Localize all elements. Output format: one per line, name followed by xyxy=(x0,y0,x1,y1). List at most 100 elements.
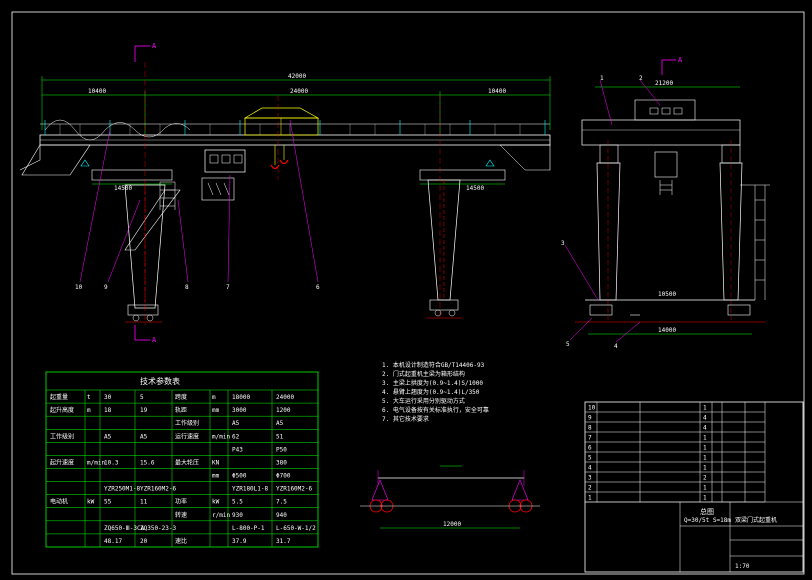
note-line: 6. 电气设备按有关标准执行，安全可靠 xyxy=(382,406,489,414)
param-aux: 15.6 xyxy=(140,459,155,466)
param-label2: 工作级别 xyxy=(175,419,199,427)
param-aux: 11 xyxy=(140,499,148,506)
param-main: A5 xyxy=(104,433,112,440)
note-line: 3. 主梁上拱度为(0.9~1.4)S/1000 xyxy=(382,379,483,387)
dim-trolley-gauge: 12000 xyxy=(443,521,461,528)
param-main: 18 xyxy=(104,407,112,414)
param-unit2: m/min xyxy=(212,433,230,440)
param-value-a: Φ500 xyxy=(232,473,247,480)
param-unit2: mm xyxy=(212,407,220,414)
side-callout-5: 5 xyxy=(566,341,570,348)
side-callout-3: 3 xyxy=(561,240,565,247)
dim-side-top: 21200 xyxy=(655,80,673,87)
bom-qty: 1 xyxy=(703,435,707,442)
param-value-b: 7.5 xyxy=(276,499,287,506)
bom-qty: 1 xyxy=(703,465,707,472)
param-aux: 5 xyxy=(140,394,144,401)
param-value-b: 1200 xyxy=(276,407,291,414)
drawing-name: 双梁门式起重机 xyxy=(735,516,777,524)
param-main: 10.3 xyxy=(104,459,119,466)
bom-number: 9 xyxy=(588,415,592,422)
callout-10: 10 xyxy=(75,284,83,291)
param-label2: 跨度 xyxy=(175,393,187,401)
side-callout-1: 1 xyxy=(600,75,604,82)
param-unit: t xyxy=(87,394,91,401)
dim-right-base: 14500 xyxy=(466,185,484,192)
bom-number: 3 xyxy=(588,475,592,482)
dim-main-span: 24000 xyxy=(290,88,308,95)
param-value-a: 930 xyxy=(232,512,243,519)
param-label2: 转速 xyxy=(175,511,187,519)
param-label2: 功率 xyxy=(175,498,187,506)
param-aux: YZR160M2-6 xyxy=(140,486,177,493)
side-callout-4: 4 xyxy=(614,343,618,350)
note-line: 4. 悬臂上翘度为(0.9~1.4)L/350 xyxy=(382,388,480,396)
param-value-a: YZR180L1-8 xyxy=(232,486,269,493)
trolley-detail: 12000 xyxy=(360,465,540,529)
front-elevation: A A 42000 10400 24000 10400 xyxy=(19,42,551,344)
param-main: 48.17 xyxy=(104,538,122,545)
dim-side-width: 14000 xyxy=(658,327,676,334)
note-line: 2. 门式起重机主梁为箱形结构 xyxy=(382,370,465,378)
param-unit: kW xyxy=(87,499,95,506)
dim-right-cantilever: 10400 xyxy=(488,88,506,95)
param-label2: 最大轮压 xyxy=(175,458,199,466)
param-label2: 速比 xyxy=(175,537,187,545)
param-main: ZQ650-Ⅲ-3CA xyxy=(104,525,145,532)
param-value-a: L-800-P-1 xyxy=(232,525,265,532)
param-main: 30 xyxy=(104,394,112,401)
param-aux: ZQ350-23-3 xyxy=(140,525,177,532)
param-unit2: KN xyxy=(212,459,220,466)
param-main: YZR250M1-8 xyxy=(104,486,141,493)
param-value-a: A5 xyxy=(232,420,240,427)
section-marker-top: A xyxy=(152,42,157,50)
bom-number: 2 xyxy=(588,485,592,492)
bom-qty: 2 xyxy=(703,475,707,482)
param-label2: 轨距 xyxy=(175,406,187,414)
section-marker-bottom: A xyxy=(152,336,157,344)
param-unit: m/min xyxy=(87,459,105,466)
bom-qty: 4 xyxy=(703,425,707,432)
param-value-a: 37.9 xyxy=(232,538,247,545)
param-value-b: A5 xyxy=(276,420,284,427)
param-aux: 20 xyxy=(140,538,148,545)
param-label: 电动机 xyxy=(50,498,68,506)
param-value-b: 24000 xyxy=(276,394,294,401)
bom-qty: 1 xyxy=(703,485,707,492)
title-sub: Q=30/5t S=18m xyxy=(684,517,731,524)
dim-total-span: 42000 xyxy=(288,73,306,80)
bom-qty: 1 xyxy=(703,445,707,452)
bom-qty: 1 xyxy=(703,495,707,502)
side-callout-2: 2 xyxy=(639,75,643,82)
param-unit2: kW xyxy=(212,499,220,506)
note-line: 5. 大车运行采用分别驱动方式 xyxy=(382,397,465,405)
param-value-b: 31.7 xyxy=(276,538,291,545)
drawing-scale: 1:70 xyxy=(735,563,750,570)
bom-number: 5 xyxy=(588,455,592,462)
bom-number: 4 xyxy=(588,465,592,472)
param-unit2: r/min xyxy=(212,512,230,519)
technical-notes: 1. 本机设计制造符合GB/T14406-932. 门式起重机主梁为箱形结构3.… xyxy=(382,361,489,423)
param-label: 起升高度 xyxy=(50,406,74,414)
note-line: 1. 本机设计制造符合GB/T14406-93 xyxy=(382,361,485,369)
dim-left-cantilever: 10400 xyxy=(88,88,106,95)
param-value-a: 5.5 xyxy=(232,499,243,506)
param-value-b: P50 xyxy=(276,446,287,453)
callout-6: 6 xyxy=(316,284,320,291)
callout-8: 8 xyxy=(185,284,189,291)
param-label: 起重量 xyxy=(50,393,68,401)
param-unit2: mm xyxy=(212,473,220,480)
param-label: 工作级别 xyxy=(50,432,74,440)
bom-number: 1 xyxy=(588,495,592,502)
param-value-a: 18000 xyxy=(232,394,250,401)
param-label2: 运行速度 xyxy=(175,432,199,440)
bom-number: 8 xyxy=(588,425,592,432)
param-value-a: 3000 xyxy=(232,407,247,414)
callout-9: 9 xyxy=(104,284,108,291)
bom-qty: 1 xyxy=(703,405,707,412)
param-value-a: 62 xyxy=(232,433,240,440)
side-elevation: A 21200 xyxy=(561,56,770,350)
param-value-b: L-650-W-1/2 xyxy=(276,525,316,532)
